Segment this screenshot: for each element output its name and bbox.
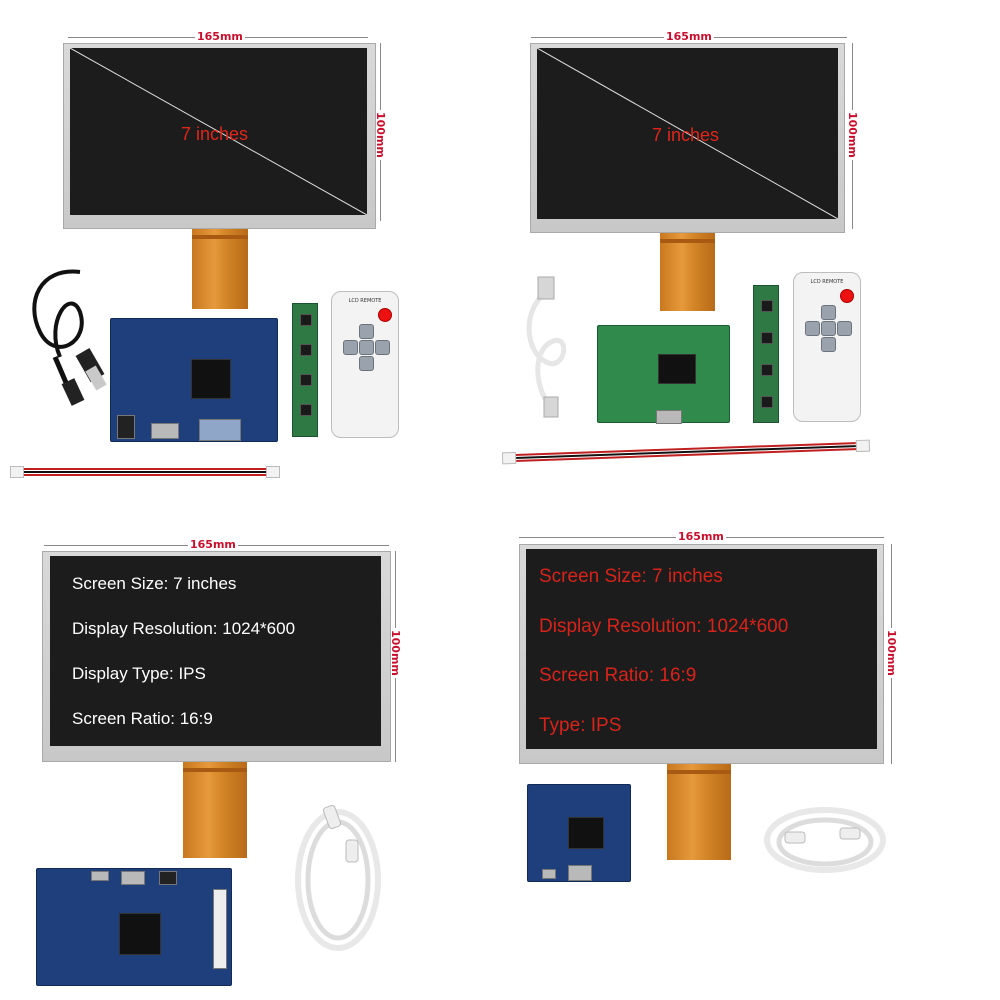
keypad-button (761, 300, 773, 312)
controller-board-icon (110, 318, 278, 442)
spec-screen-ratio: Screen Ratio: 16:9 (539, 665, 697, 686)
spec-screen-size: Screen Size: 7 inches (539, 566, 723, 587)
panel-2: 165mm 100mm 7 inches LCD REMOTE (501, 30, 871, 465)
keypad-button (300, 404, 312, 416)
keypad-button (761, 332, 773, 344)
fpc-connector-icon (667, 764, 731, 860)
hdmi-port (121, 871, 145, 885)
left-button (805, 321, 820, 336)
type-c-port (542, 869, 556, 879)
power-jack (117, 415, 135, 439)
main-chip (658, 354, 696, 384)
screen-size-label: 7 inches (652, 125, 720, 145)
type-c-cable-icon (295, 804, 381, 951)
type-c-port (91, 871, 109, 881)
audio-jack (159, 871, 177, 885)
main-chip (191, 359, 231, 399)
remote-control-icon: LCD REMOTE (331, 291, 399, 438)
height-dimension-label: 100mm (885, 628, 898, 678)
ok-button (821, 321, 836, 336)
keypad-button (300, 344, 312, 356)
down-button (821, 337, 836, 352)
diagonal-line (70, 48, 367, 215)
down-button (359, 356, 374, 371)
fpc-connector-icon (183, 762, 247, 858)
height-dimension-label: 100mm (374, 110, 387, 160)
up-button (821, 305, 836, 320)
power-button (840, 289, 854, 303)
remote-title: LCD REMOTE (810, 279, 844, 285)
lcd-screen (537, 48, 838, 219)
keypad-button (761, 396, 773, 408)
panel-3: 165mm 100mm Screen Size: 7 inches Displa… (36, 538, 402, 986)
diagonal-line (537, 48, 838, 219)
right-button (837, 321, 852, 336)
left-button (343, 340, 358, 355)
usb-cable-icon (32, 269, 107, 406)
ok-button (359, 340, 374, 355)
spec-screen-size: Screen Size: 7 inches (72, 574, 237, 593)
hdmi-port (568, 865, 592, 881)
width-dimension-label: 165mm (188, 538, 238, 551)
keypad-button (300, 314, 312, 326)
spec-type: Type: IPS (539, 715, 622, 736)
width-dimension-label: 165mm (195, 30, 245, 43)
right-button (375, 340, 390, 355)
remote-title: LCD REMOTE (348, 298, 382, 304)
spec-resolution: Display Resolution: 1024*600 (72, 619, 296, 638)
remote-control-icon: LCD REMOTE (793, 272, 861, 422)
vga-port (199, 419, 241, 441)
controller-board-icon (36, 868, 232, 986)
keypad-board-icon (292, 303, 318, 437)
controller-board-icon (527, 784, 631, 882)
power-button (378, 308, 392, 322)
ribbon-cable-icon (10, 466, 280, 478)
main-chip (568, 817, 604, 849)
up-button (359, 324, 374, 339)
spec-display-type: Display Type: IPS (72, 664, 206, 683)
keypad-board-icon (753, 285, 779, 423)
spec-screen-ratio: Screen Ratio: 16:9 (72, 709, 213, 728)
fpc-connector-icon (192, 229, 248, 309)
controller-board-icon (597, 325, 730, 424)
width-dimension-label: 165mm (676, 530, 726, 543)
keypad-button (761, 364, 773, 376)
height-dimension-label: 100mm (389, 628, 402, 678)
usb-cable-icon (526, 276, 567, 418)
spec-resolution: Display Resolution: 1024*600 (539, 616, 789, 637)
hdmi-port (656, 410, 682, 424)
type-c-cable-icon (764, 807, 886, 873)
panel-1: 165mm 100mm 7 inches LCD REMOTE (0, 0, 500, 500)
keypad-button (300, 374, 312, 386)
fpc-connector-icon (660, 233, 715, 311)
hdmi-port (151, 423, 179, 439)
lcd-screen (70, 48, 367, 215)
lcd-screen: Screen Size: 7 inches Display Resolution… (50, 556, 381, 746)
height-dimension-label: 100mm (846, 110, 859, 160)
main-chip (119, 913, 161, 955)
fpc-socket (213, 889, 227, 969)
screen-size-label: 7 inches (181, 124, 249, 144)
width-dimension-label: 165mm (664, 30, 714, 43)
lcd-screen: Screen Size: 7 inches Display Resolution… (526, 549, 877, 749)
